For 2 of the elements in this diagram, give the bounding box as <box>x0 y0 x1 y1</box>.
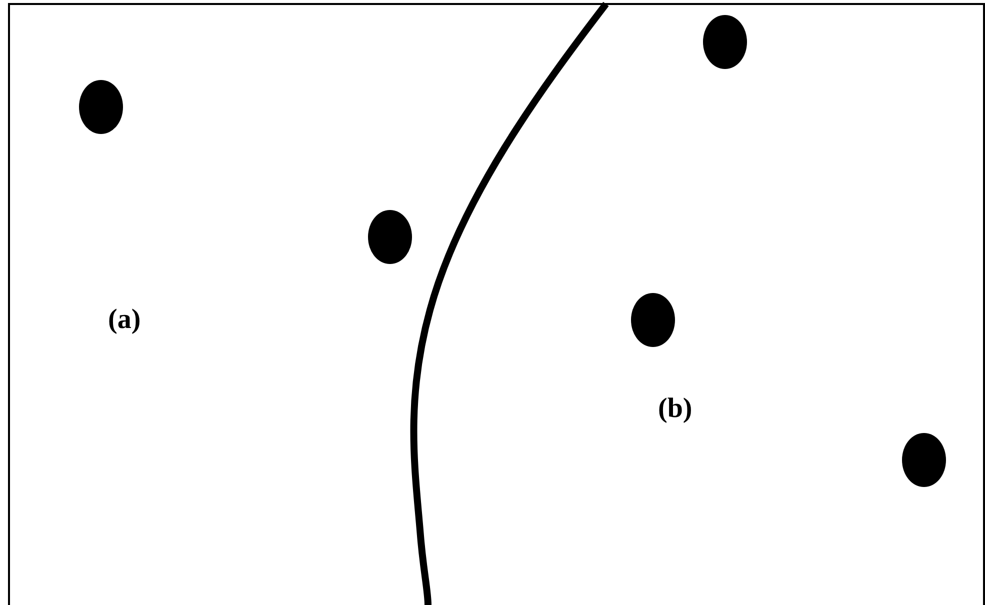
region-label: (b) <box>658 393 692 425</box>
region-label: (a) <box>108 304 141 336</box>
